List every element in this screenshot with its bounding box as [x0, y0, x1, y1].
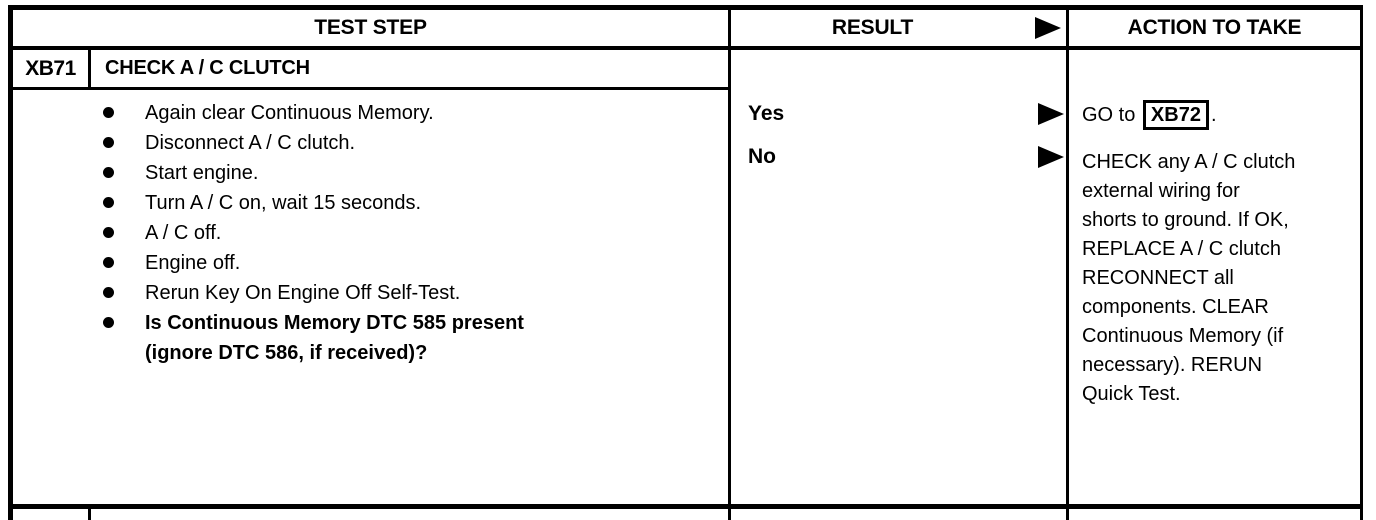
procedure-step: Disconnect A / C clutch. [13, 128, 728, 158]
column-header-action-label: ACTION TO TAKE [1127, 16, 1302, 39]
result-label: No [748, 145, 776, 168]
header-row-divider [8, 46, 1363, 50]
column-header-result: RESULT [731, 10, 1066, 46]
procedure-list: Again clear Continuous Memory. Disconnect… [13, 90, 728, 368]
row-separator-bottom [8, 504, 1363, 509]
step-title: CHECK A / C CLUTCH [91, 50, 728, 87]
procedure-step-text: Is Continuous Memory DTC 585 present (ig… [145, 312, 524, 364]
procedure-step-text: Disconnect A / C clutch. [145, 132, 356, 154]
procedure-step: A / C off. [13, 218, 728, 248]
table-border-left [8, 5, 13, 520]
procedure-step-text: Rerun Key On Engine Off Self-Test. [145, 282, 461, 304]
column-header-test-step-label: TEST STEP [314, 16, 427, 39]
next-row-id-divider [88, 509, 91, 520]
column-header-test-step: TEST STEP [13, 10, 728, 46]
procedure-step-text: Engine off. [145, 252, 241, 274]
bullet-icon [103, 197, 114, 208]
procedure-step: Start engine. [13, 158, 728, 188]
step-title-label: CHECK A / C CLUTCH [105, 57, 310, 79]
bullet-icon [103, 137, 114, 148]
result-arrow-icon [1038, 103, 1064, 125]
step-id: XB71 [13, 50, 88, 87]
procedure-step-text: Turn A / C on, wait 15 seconds. [145, 192, 422, 214]
step-title-row-divider [13, 87, 728, 90]
column-divider-action [1066, 10, 1069, 520]
action-text-yes: GO to XB72. [1082, 100, 1356, 130]
step-id-label: XB71 [25, 56, 76, 80]
column-header-result-label: RESULT [831, 16, 914, 39]
procedure-step-text: Again clear Continuous Memory. [145, 102, 434, 124]
result-row-no: No [731, 145, 1066, 169]
step-id-divider [88, 50, 91, 87]
table-border-right [1360, 5, 1363, 520]
procedure-step-text: Start engine. [145, 162, 259, 184]
result-row-yes: Yes [731, 102, 1066, 126]
bullet-icon [103, 287, 114, 298]
procedure-step: Again clear Continuous Memory. [13, 98, 728, 128]
bullet-icon [103, 317, 114, 328]
action-text-no: CHECK any A / C clutch external wiring f… [1082, 151, 1296, 405]
bullet-icon [103, 227, 114, 238]
column-header-action: ACTION TO TAKE [1069, 10, 1360, 46]
procedure-step: Is Continuous Memory DTC 585 present (ig… [13, 308, 728, 368]
bullet-icon [103, 167, 114, 178]
result-arrow-icon [1038, 146, 1064, 168]
bullet-icon [103, 257, 114, 268]
result-arrow-icon [1035, 17, 1061, 39]
procedure-step: Rerun Key On Engine Off Self-Test. [13, 278, 728, 308]
action-column: GO to XB72. CHECK any A / C clutch extern… [1069, 90, 1360, 409]
bullet-icon [103, 107, 114, 118]
procedure-step: Engine off. [13, 248, 728, 278]
result-label: Yes [748, 102, 785, 125]
step-reference: XB72 [1142, 100, 1209, 130]
column-divider-result [728, 10, 731, 520]
procedure-step-text: A / C off. [145, 222, 222, 244]
table-border-top [8, 5, 1363, 10]
procedure-step: Turn A / C on, wait 15 seconds. [13, 188, 728, 218]
